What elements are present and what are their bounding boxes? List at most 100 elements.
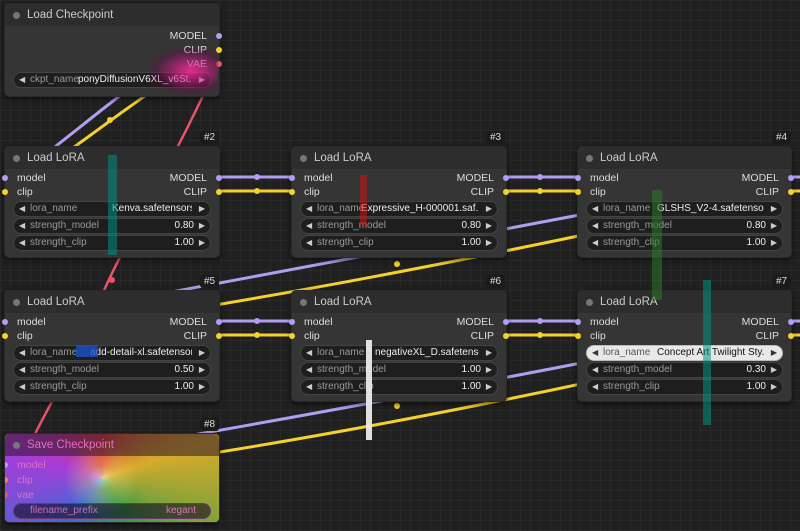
arrow-left-icon[interactable]: ◀ — [306, 221, 313, 230]
node-title[interactable]: Load Checkpoint — [5, 4, 219, 26]
input-clip[interactable]: clip — [5, 473, 33, 487]
output-dot-icon[interactable] — [503, 175, 509, 181]
output-clip[interactable]: CLIP — [471, 185, 509, 199]
output-dot-icon[interactable] — [216, 47, 222, 53]
output-clip[interactable]: CLIP — [471, 329, 509, 343]
arrow-right-icon[interactable]: ▶ — [770, 365, 777, 374]
collapse-dot-icon[interactable] — [586, 299, 593, 306]
output-clip[interactable]: CLIP — [756, 185, 794, 199]
arrow-right-icon[interactable]: ▶ — [485, 348, 492, 357]
arrow-right-icon[interactable]: ▶ — [770, 204, 777, 213]
ckpt-name-combo[interactable]: ◀ ckpt_name ponyDiffusionV6XL_v6St... ▶ — [13, 72, 211, 88]
output-model[interactable]: MODEL — [742, 315, 794, 329]
output-clip[interactable]: CLIP — [184, 43, 222, 57]
node-title[interactable]: Load LoRA — [5, 291, 219, 313]
arrow-left-icon[interactable]: ◀ — [19, 221, 26, 230]
output-dot-icon[interactable] — [788, 189, 794, 195]
collapse-dot-icon[interactable] — [13, 155, 20, 162]
input-dot-icon[interactable] — [289, 333, 295, 339]
output-model[interactable]: MODEL — [170, 315, 222, 329]
node-title[interactable]: Load LoRA — [292, 291, 506, 313]
output-dot-icon[interactable] — [216, 33, 222, 39]
input-clip[interactable]: clip — [2, 329, 33, 343]
input-model[interactable]: model — [575, 315, 619, 329]
arrow-right-icon[interactable]: ▶ — [485, 221, 492, 230]
output-dot-icon[interactable] — [503, 333, 509, 339]
arrow-left-icon[interactable]: ◀ — [19, 365, 26, 374]
input-dot-icon[interactable] — [2, 333, 8, 339]
load-lora-node-6[interactable]: Load LoRA model MODEL clip CLIP ◀lora_na… — [289, 290, 509, 402]
arrow-left-icon[interactable]: ◀ — [306, 238, 313, 247]
output-model[interactable]: MODEL — [742, 171, 794, 185]
load-lora-node-7[interactable]: Load LoRA model MODEL clip CLIP ◀lora_na… — [575, 290, 794, 402]
output-clip[interactable]: CLIP — [184, 185, 222, 199]
node-title[interactable]: Load LoRA — [292, 147, 506, 169]
save-checkpoint-node[interactable]: Save Checkpoint model clip vae filename_… — [4, 433, 220, 523]
arrow-right-icon[interactable]: ▶ — [198, 348, 205, 357]
node-title[interactable]: Load LoRA — [5, 147, 219, 169]
arrow-left-icon[interactable]: ◀ — [592, 348, 599, 357]
input-dot-icon[interactable] — [575, 189, 581, 195]
input-dot-icon[interactable] — [575, 333, 581, 339]
arrow-left-icon[interactable]: ◀ — [592, 238, 599, 247]
input-clip[interactable]: clip — [575, 329, 606, 343]
arrow-left-icon[interactable]: ◀ — [19, 382, 26, 391]
input-dot-icon[interactable] — [575, 319, 581, 325]
input-model[interactable]: model — [2, 315, 46, 329]
arrow-right-icon[interactable]: ▶ — [770, 382, 777, 391]
arrow-right-icon[interactable]: ▶ — [485, 382, 492, 391]
output-dot-icon[interactable] — [788, 175, 794, 181]
arrow-right-icon[interactable]: ▶ — [198, 365, 205, 374]
arrow-right-icon[interactable]: ▶ — [198, 382, 205, 391]
arrow-right-icon[interactable]: ▶ — [198, 75, 205, 84]
arrow-right-icon[interactable]: ▶ — [770, 348, 777, 357]
input-dot-icon[interactable] — [2, 189, 8, 195]
output-model[interactable]: MODEL — [457, 171, 509, 185]
collapse-dot-icon[interactable] — [13, 442, 20, 449]
input-dot-icon[interactable] — [289, 189, 295, 195]
output-dot-icon[interactable] — [216, 333, 222, 339]
collapse-dot-icon[interactable] — [13, 299, 20, 306]
output-model[interactable]: MODEL — [457, 315, 509, 329]
input-dot-icon[interactable] — [5, 492, 8, 498]
output-vae[interactable]: VAE — [187, 57, 222, 71]
output-dot-icon[interactable] — [216, 61, 222, 67]
load-lora-node-3[interactable]: Load LoRA model MODEL clip CLIP ◀lora_na… — [289, 146, 509, 258]
input-dot-icon[interactable] — [289, 175, 295, 181]
node-title[interactable]: Load LoRA — [578, 147, 791, 169]
node-title[interactable]: Load LoRA — [578, 291, 791, 313]
output-dot-icon[interactable] — [216, 175, 222, 181]
output-clip[interactable]: CLIP — [184, 329, 222, 343]
arrow-right-icon[interactable]: ▶ — [198, 238, 205, 247]
arrow-right-icon[interactable]: ▶ — [770, 221, 777, 230]
arrow-left-icon[interactable]: ◀ — [19, 75, 26, 84]
input-dot-icon[interactable] — [5, 462, 8, 468]
output-model[interactable]: MODEL — [170, 171, 222, 185]
output-model[interactable]: MODEL — [170, 29, 222, 43]
load-lora-node-5[interactable]: Load LoRA model MODEL clip CLIP ◀lora_na… — [2, 290, 222, 402]
arrow-left-icon[interactable]: ◀ — [592, 204, 599, 213]
input-dot-icon[interactable] — [2, 175, 8, 181]
output-dot-icon[interactable] — [503, 189, 509, 195]
input-dot-icon[interactable] — [575, 175, 581, 181]
arrow-left-icon[interactable]: ◀ — [19, 348, 26, 357]
collapse-dot-icon[interactable] — [13, 12, 20, 19]
arrow-left-icon[interactable]: ◀ — [19, 204, 26, 213]
input-model[interactable]: model — [575, 171, 619, 185]
arrow-left-icon[interactable]: ◀ — [306, 365, 313, 374]
output-dot-icon[interactable] — [503, 319, 509, 325]
